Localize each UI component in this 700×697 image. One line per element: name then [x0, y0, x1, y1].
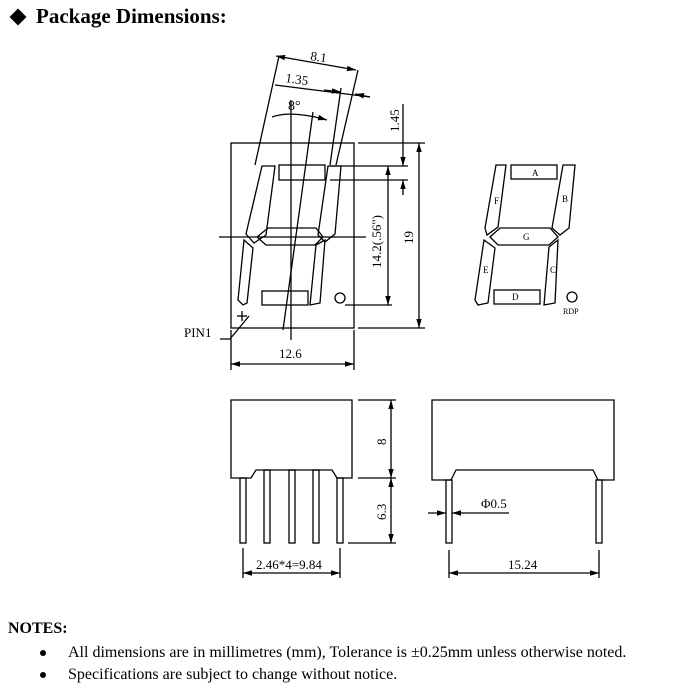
note-text: All dimensions are in millimetres (mm), …: [68, 644, 627, 661]
decimal-point: [334, 292, 346, 304]
seg-label-f: F: [494, 196, 499, 206]
seg-label-d: D: [512, 292, 519, 302]
dim-row-spacing: 15.24: [508, 557, 538, 572]
dim-width: 12.6: [279, 346, 302, 361]
bullet-icon: [40, 650, 46, 656]
dim-angle: 8°: [288, 99, 301, 114]
bullet-icon: [40, 672, 46, 678]
pin1-label: PIN1: [184, 325, 211, 340]
dim-top-width: 8.1: [310, 48, 328, 65]
notes-heading: NOTES:: [8, 620, 68, 637]
seg-label-e: E: [483, 265, 489, 275]
dim-segment-offset: 1.35: [285, 70, 310, 88]
segment-e: [237, 238, 254, 306]
note-item: All dimensions are in millimetres (mm), …: [40, 644, 626, 662]
dim-total-height: 19: [401, 231, 416, 244]
note-item: Specifications are subject to change wit…: [40, 666, 626, 684]
seg-label-a: A: [532, 168, 539, 178]
dim-pin-pitch: 2.46*4=9.84: [256, 557, 322, 572]
side-view-row: [428, 399, 615, 578]
segment-f: [245, 165, 276, 244]
segment-map: [474, 164, 578, 306]
side-view-pins: [230, 399, 396, 578]
segment-a: [278, 164, 326, 181]
seg-label-rdp: RDP: [563, 307, 579, 316]
seg-label-b: B: [562, 194, 568, 204]
seg-label-c: C: [550, 265, 556, 275]
dim-pin-length: 6.3: [374, 504, 389, 520]
segment-b: [317, 165, 342, 243]
seg-label-g: G: [523, 232, 530, 242]
notes-section: NOTES: All dimensions are in millimetres…: [8, 620, 626, 684]
pin1-leader: [220, 315, 250, 340]
section-title: Package Dimensions:: [8, 4, 227, 29]
dim-pin-diameter: Φ0.5: [481, 496, 507, 511]
front-view: [219, 54, 425, 370]
dim-digit-height: 14.2(.56"): [369, 215, 384, 268]
note-text: Specifications are subject to change wit…: [68, 666, 398, 683]
dim-body-height: 8: [374, 439, 389, 446]
segment-c: [309, 238, 326, 306]
section-title-text: Package Dimensions:: [36, 4, 227, 28]
display-body: [230, 142, 355, 329]
dim-top-gap: 1.45: [387, 109, 402, 132]
segment-d: [261, 290, 309, 306]
